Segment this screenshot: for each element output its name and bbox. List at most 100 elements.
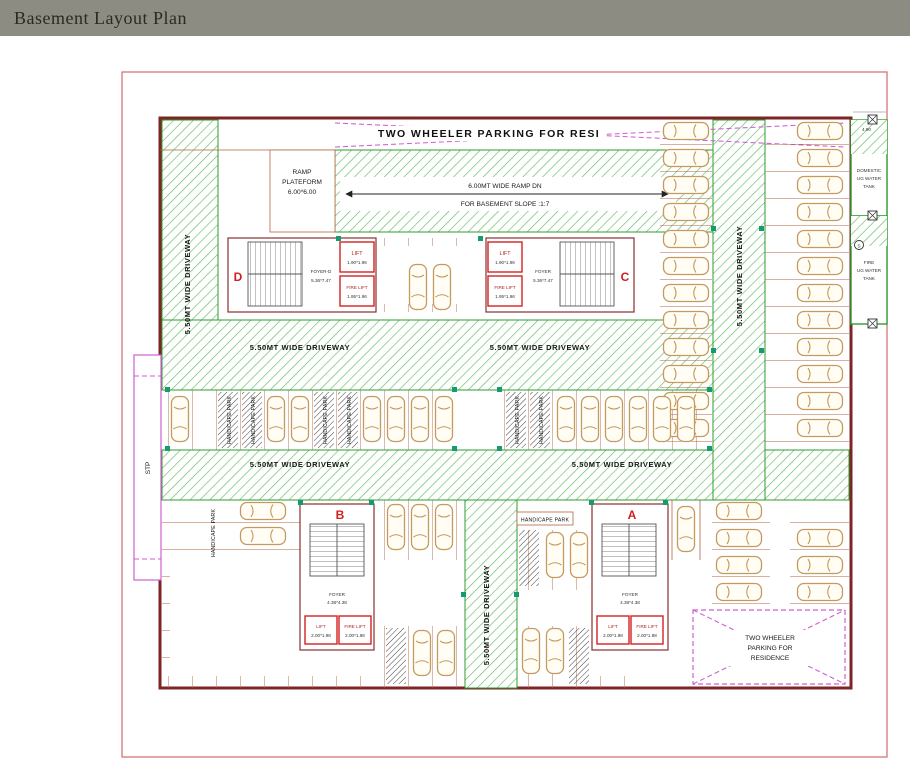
valve-icon bbox=[867, 318, 878, 329]
car-icon bbox=[796, 391, 844, 411]
driveway-central bbox=[464, 499, 518, 689]
driveway-label: 5.50MT WIDE DRIVEWAY bbox=[250, 343, 351, 352]
tank-label: FIRE bbox=[864, 260, 874, 265]
handicap-stall bbox=[519, 530, 539, 586]
car-icon bbox=[662, 202, 710, 222]
car-icon bbox=[662, 310, 710, 330]
driveway-label: 5.50MT WIDE DRIVEWAY bbox=[490, 343, 591, 352]
car-icon bbox=[715, 582, 763, 602]
core-letter: D bbox=[234, 270, 243, 284]
handicap-label: HANDICAPE PARK bbox=[227, 396, 233, 445]
valve-icon bbox=[867, 210, 878, 221]
fire-lift-box bbox=[630, 615, 664, 645]
driveway-label: 5.50MT WIDE DRIVEWAY bbox=[482, 565, 491, 666]
car-icon bbox=[715, 501, 763, 521]
tank-label: TANK bbox=[863, 276, 876, 281]
two-wheeler-top-zone: TWO WHEELER PARKING FOR RESI bbox=[334, 122, 847, 148]
lift-size: 1.90*1.96 bbox=[347, 260, 367, 265]
foyer-size: 5.36*7.47 bbox=[533, 278, 553, 283]
driveway-labels: 5.50MT WIDE DRIVEWAY 5.50MT WIDE DRIVEWA… bbox=[183, 226, 744, 666]
foyer-label: FOYER bbox=[535, 269, 552, 274]
domestic-ug-water-tank: 4.90 DOMESTIC UG WATER TANK bbox=[850, 119, 888, 217]
handicap-stall bbox=[569, 628, 589, 684]
car-icon bbox=[410, 395, 430, 443]
fire-lift-size: 1.95*1.96 bbox=[495, 294, 515, 299]
car-icon bbox=[239, 501, 287, 521]
tw-res-line3: RESIDENCE bbox=[751, 655, 790, 662]
car-icon bbox=[662, 175, 710, 195]
car-icon bbox=[170, 395, 190, 443]
car-icon bbox=[662, 121, 710, 141]
car-icon bbox=[676, 505, 696, 553]
stair-core-a: A FOYER 4.38*4.38 LIFT 2.00*1.98 FIRE LI… bbox=[591, 503, 669, 651]
car-icon bbox=[545, 531, 565, 579]
handicap-stalls bbox=[218, 392, 589, 684]
car-icon bbox=[796, 582, 844, 602]
car-icon bbox=[796, 175, 844, 195]
handicap-label: HANDICAPE PARK bbox=[521, 518, 570, 524]
handicap-stall bbox=[386, 628, 406, 684]
lift-size: 2.00*1.98 bbox=[603, 633, 623, 638]
car-icon bbox=[652, 395, 672, 443]
car-icon bbox=[434, 503, 454, 551]
fire-lift-box bbox=[487, 275, 523, 307]
handicap-label: HANDICAPE PARK bbox=[539, 396, 545, 445]
title-bar: Basement Layout Plan bbox=[0, 0, 910, 36]
car-icon bbox=[290, 395, 310, 443]
handicap-label: HANDICAPE PARK bbox=[323, 396, 329, 445]
fire-lift-size: 2.00*1.98 bbox=[637, 633, 657, 638]
driveway-label: 5.50MT WIDE DRIVEWAY bbox=[735, 226, 744, 327]
handicap-stall bbox=[242, 392, 262, 448]
page-title: Basement Layout Plan bbox=[14, 7, 187, 28]
lift-size: 1.90*1.96 bbox=[495, 260, 515, 265]
car-icon bbox=[715, 555, 763, 575]
car-icon bbox=[239, 526, 287, 546]
car-icon bbox=[569, 531, 589, 579]
lift-box bbox=[487, 241, 523, 273]
fire-lift-box bbox=[339, 275, 375, 307]
foyer-size: 5.36*7.47 bbox=[311, 278, 331, 283]
car-icon bbox=[796, 256, 844, 276]
stp-label: STP bbox=[145, 461, 152, 474]
car-icon bbox=[662, 364, 710, 384]
platform-label-2: PLATEFORM bbox=[282, 179, 322, 186]
ramp-note-line1: 6.00MT WIDE RAMP DN bbox=[468, 183, 542, 190]
platform-label-3: 6.00*6.00 bbox=[288, 189, 317, 196]
car-icon bbox=[796, 555, 844, 575]
car-icon bbox=[410, 503, 430, 551]
car-icon bbox=[362, 395, 382, 443]
tank-label: DOMESTIC bbox=[857, 168, 882, 173]
lift-label: LIFT bbox=[316, 624, 326, 629]
car-icon bbox=[662, 256, 710, 276]
car-icon bbox=[556, 395, 576, 443]
foyer-label: FOYER bbox=[622, 592, 639, 597]
car-icon bbox=[662, 337, 710, 357]
car-icon bbox=[676, 395, 696, 443]
car-icon bbox=[386, 503, 406, 551]
driveway-label: 5.50MT WIDE DRIVEWAY bbox=[250, 460, 351, 469]
car-icon bbox=[715, 528, 763, 548]
structural-columns bbox=[165, 226, 764, 597]
handicap-stall bbox=[506, 392, 526, 448]
foyer-label: FOYER-D bbox=[311, 269, 332, 274]
driveway-left bbox=[161, 119, 219, 321]
s-valve-icon bbox=[854, 240, 864, 250]
tw-res-line2: PARKING FOR bbox=[748, 645, 793, 652]
car-icon bbox=[796, 418, 844, 438]
driveway-band-upper bbox=[161, 319, 716, 391]
car-icon bbox=[796, 229, 844, 249]
car-icon bbox=[796, 528, 844, 548]
car-icon bbox=[662, 229, 710, 249]
foyer-size: 4.38*4.38 bbox=[620, 600, 640, 605]
handicap-label: HANDICAPE PARK bbox=[251, 396, 257, 445]
tank-valves bbox=[853, 111, 886, 329]
fire-ug-water-tank: S FIRE UG WATER TANK bbox=[850, 215, 888, 325]
car-icon bbox=[662, 148, 710, 168]
handicap-stall bbox=[218, 392, 238, 448]
car-icon bbox=[408, 263, 428, 311]
foyer-size: 4.38*4.38 bbox=[327, 600, 347, 605]
platform-label-1: RAMP bbox=[292, 169, 312, 176]
stair-core-d: D FOYER-D 5.36*7.47 LIFT 1.90*1.96 FIRE … bbox=[227, 237, 377, 313]
fire-lift-label: FIRE LIFT bbox=[636, 624, 657, 629]
fire-lift-label: FIRE LIFT bbox=[346, 285, 367, 290]
